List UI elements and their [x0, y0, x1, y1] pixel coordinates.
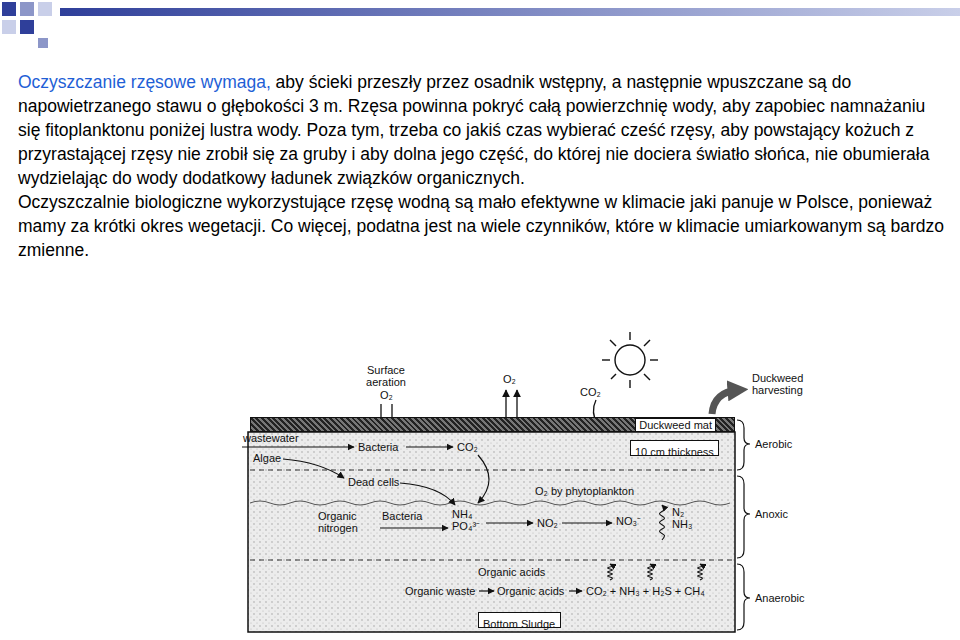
diagram-label: Organic acids: [497, 585, 564, 597]
layer-line: [250, 470, 733, 471]
sludge-box: Bottom Sludge: [478, 612, 561, 628]
diagram-label: Aerobic: [755, 438, 792, 450]
node-text: Bottom Sludge: [483, 618, 555, 630]
node-text: Duckweed mat: [635, 418, 716, 432]
diagram-label: O₂ by phytoplankton: [535, 485, 634, 497]
header-bar: [60, 8, 960, 16]
diagram-label: Dead cells: [348, 476, 399, 488]
paragraph: Oczyszczanie rzęsowe wymaga,aby ścieki p…: [18, 70, 950, 190]
diagram-label: CO₂ + NH₃ + H₂S + CH₄: [586, 585, 705, 597]
layer-line: [250, 501, 730, 505]
diagram-label: Bacteria: [358, 441, 398, 453]
diagram-label: Organic nitrogen: [318, 510, 370, 534]
sun: [602, 332, 658, 388]
diagram-label: N₂ NH₃: [672, 506, 700, 530]
diagram-label: Organic waste: [405, 585, 475, 597]
diagram-label: wastewater: [243, 432, 299, 444]
diagram-label: NO₂: [537, 517, 558, 529]
diagram-label: CO₂: [457, 441, 478, 453]
diagram-label: Organic acids: [478, 566, 545, 578]
node-text: 10 cm thickness: [635, 446, 714, 458]
lead-phrase: Oczyszczanie rzęsowe wymaga,: [18, 72, 271, 92]
gas-arrow: [698, 564, 703, 580]
diagram-label: NH₄ PO₄³⁻: [452, 508, 484, 532]
diagram-label: NO₃⁻: [616, 515, 641, 527]
gas-arrow: [608, 564, 613, 580]
diagram-label: Algae: [253, 452, 281, 464]
harvest-arrow: [712, 390, 738, 414]
duckweed-mat: Duckweed mat: [250, 417, 735, 432]
body-text: Oczyszczanie rzęsowe wymaga,aby ścieki p…: [18, 70, 950, 262]
paragraph-text: Oczyszczalnie biologiczne wykorzystujące…: [18, 190, 950, 262]
diagram-label: Anaerobic: [755, 592, 805, 604]
diagram-label: CO₂: [580, 386, 601, 398]
zone-braces: [737, 420, 750, 630]
diagram-label: Bacteria: [382, 510, 422, 522]
thickness-box: 10 cm thickness: [630, 440, 719, 456]
gas-arrow: [660, 505, 665, 540]
gas-arrow: [648, 564, 653, 580]
pond-water: [248, 432, 735, 632]
diagram-label: Surface aeration: [360, 364, 412, 388]
layer-line: [250, 560, 733, 561]
logo-squares: [2, 2, 52, 48]
diagram-label: Duckweed harvesting: [752, 372, 824, 396]
diagram-label: Anoxic: [755, 508, 788, 520]
wavy-gas-arrows: [608, 505, 703, 580]
process-arrows: [242, 447, 612, 591]
diagram-label: O₂: [503, 373, 516, 385]
diagram-label: O₂: [380, 389, 393, 401]
